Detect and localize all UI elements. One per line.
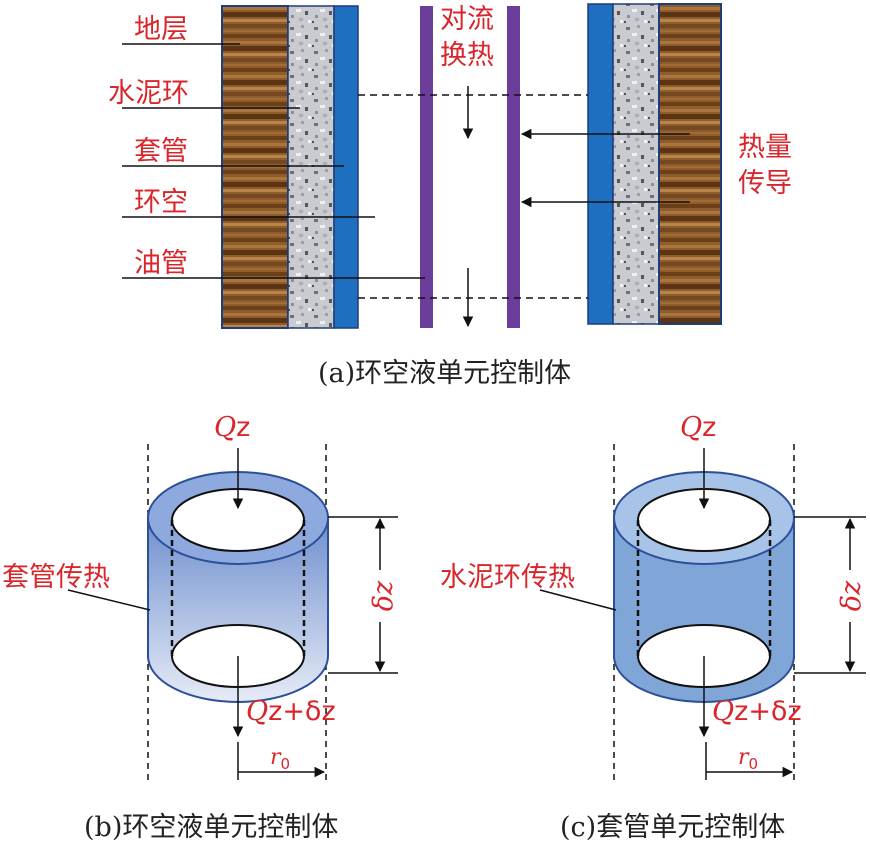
side-label-leader xyxy=(539,589,617,611)
radius-sub: 0 xyxy=(281,755,291,773)
label-cement: 水泥环 xyxy=(108,78,189,109)
flux-in-z: z xyxy=(702,412,716,443)
panel-a: 地层 水泥环 套管 环空 油管 对流 换热 热量 传导 (a)环空液单元控制体 xyxy=(108,3,792,389)
left-casing-wall xyxy=(333,5,359,329)
flux-in-q: Q xyxy=(680,412,702,443)
caption-c: (c)套管单元控制体 xyxy=(560,812,785,843)
label-conduction-line1: 热量 xyxy=(738,132,792,163)
side-label-b: 套管传热 xyxy=(2,562,110,593)
flux-out-expr: z+δz xyxy=(734,696,802,727)
radius-sub: 0 xyxy=(749,755,759,773)
caption-a: (a)环空液单元控制体 xyxy=(318,358,571,389)
label-formation: 地层 xyxy=(134,14,188,45)
height-label-c: δz xyxy=(836,580,867,611)
side-label-c: 水泥环传热 xyxy=(440,562,575,593)
left-formation-layer xyxy=(221,5,289,329)
label-tubing: 油管 xyxy=(134,248,188,279)
label-conduction-line2: 传导 xyxy=(738,168,792,199)
radius-label-b: r0 xyxy=(270,745,290,773)
caption-b: (b)环空液单元控制体 xyxy=(84,812,338,843)
flux-out-label-c: Qz+δz xyxy=(712,696,802,727)
label-convection-line1: 对流 xyxy=(440,4,494,35)
panel-b: 套管传热 Qz Qz+δz δz r0 (b)环空液单元控制体 xyxy=(2,412,399,843)
flux-out-q: Q xyxy=(712,696,734,727)
left-cement-layer xyxy=(287,5,335,329)
label-convection-line2: 换热 xyxy=(440,40,494,71)
label-casing: 套管 xyxy=(134,136,188,167)
side-label-leader xyxy=(67,589,151,611)
radius-r: r xyxy=(270,745,282,770)
flux-out-expr: z+δz xyxy=(268,696,336,727)
flux-out-q: Q xyxy=(246,696,268,727)
right-cement-layer xyxy=(612,3,660,325)
radius-label-c: r0 xyxy=(738,745,758,773)
right-formation-layer xyxy=(658,3,722,325)
right-tubing-wall xyxy=(507,6,520,328)
radius-r: r xyxy=(738,745,750,770)
flux-in-q: Q xyxy=(214,412,236,443)
left-tubing-wall xyxy=(420,6,433,328)
flux-in-label-b: Qz xyxy=(214,412,250,443)
label-annulus: 环空 xyxy=(134,187,188,218)
right-casing-wall xyxy=(587,3,614,325)
height-label-b: δz xyxy=(368,580,399,611)
flux-in-label-c: Qz xyxy=(680,412,716,443)
flux-in-z: z xyxy=(236,412,250,443)
panel-c: 水泥环传热 Qz Qz+δz δz r0 (c)套管单元控制体 xyxy=(440,412,867,843)
flux-out-label-b: Qz+δz xyxy=(246,696,336,727)
